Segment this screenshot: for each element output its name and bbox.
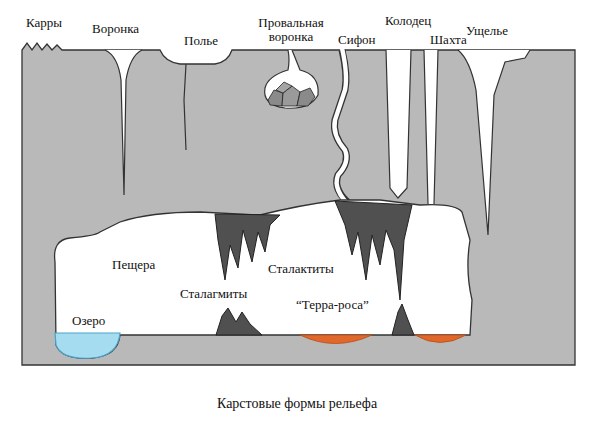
- figure-caption: Карстовые формы рельефа: [217, 396, 377, 412]
- well-label: Колодец: [385, 14, 431, 28]
- collapse-sinkhole-label: Провальная воронка: [250, 16, 332, 44]
- rubble-block: [297, 88, 315, 106]
- rubble-block: [276, 82, 292, 93]
- lake-water: [55, 333, 120, 358]
- sinkhole-label: Воронка: [92, 22, 139, 36]
- sinkhole-void: [105, 50, 142, 195]
- stalagmites-label: Сталагмиты: [180, 287, 247, 301]
- sinkhole-outline: [105, 50, 142, 195]
- stalagmites: [216, 308, 262, 335]
- stalactites-label: Сталактиты: [268, 262, 334, 276]
- rock-mass: [22, 43, 575, 365]
- siphon-channel: [334, 48, 352, 208]
- stalactites: [335, 201, 412, 300]
- well-void: [386, 50, 411, 198]
- collapse-void: [265, 50, 319, 108]
- cave-label: Пещера: [112, 258, 155, 272]
- terra-rossa-label: “Терра-роса”: [296, 298, 369, 312]
- terra-rossa: [300, 335, 372, 344]
- terra-rossa: [415, 335, 466, 343]
- cave-void: [55, 200, 472, 358]
- polje-fracture: [184, 64, 186, 150]
- collapse-outline: [265, 50, 319, 108]
- shaft-void: [424, 50, 438, 210]
- gorge-outline: [458, 50, 530, 235]
- lake-label: Озеро: [72, 314, 105, 328]
- gorge-label: Ущелье: [466, 24, 508, 38]
- shaft-outline: [424, 50, 438, 204]
- karren-label: Карры: [26, 16, 62, 30]
- gorge-void: [458, 50, 530, 235]
- stalagmite: [392, 304, 414, 335]
- shaft-label: Шахта: [430, 33, 467, 47]
- well-outline: [386, 50, 411, 198]
- siphon-label: Сифон: [338, 33, 376, 47]
- polje-label: Полье: [184, 34, 218, 48]
